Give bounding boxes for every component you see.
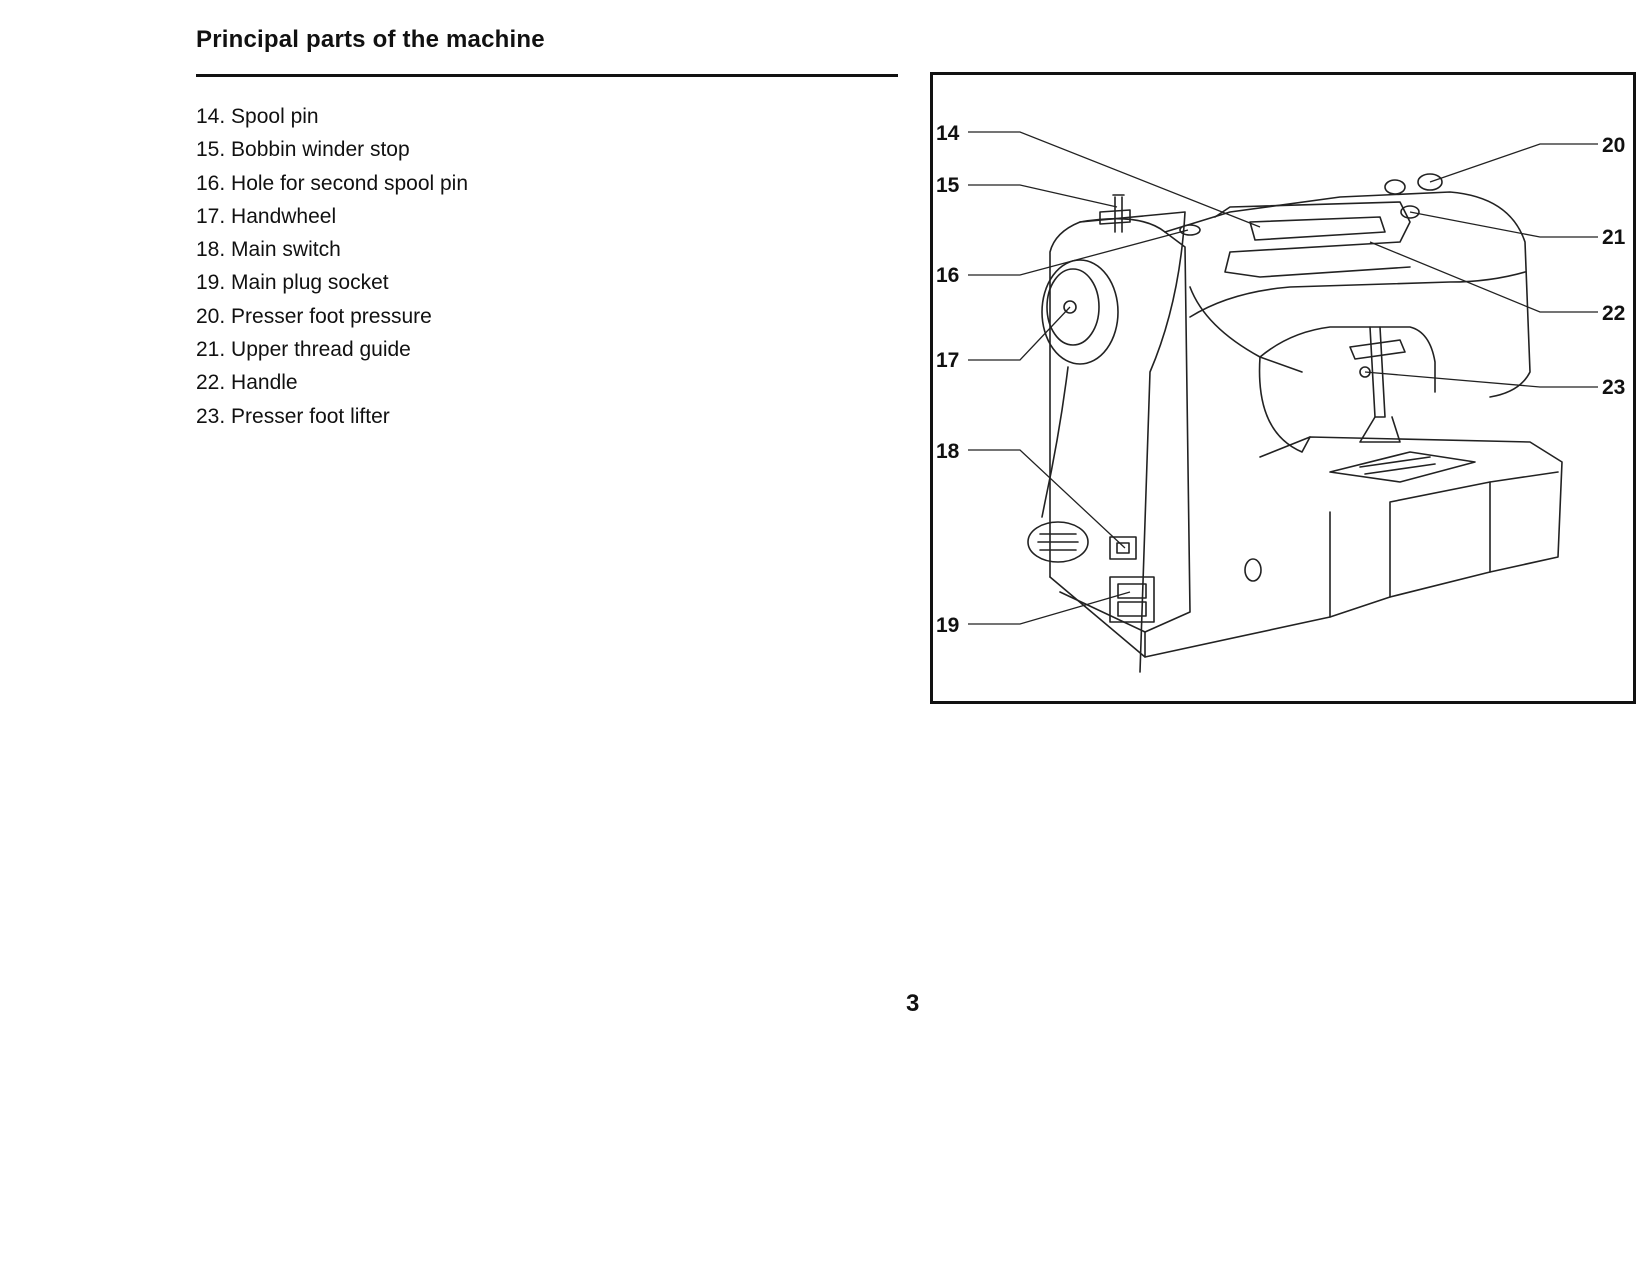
- part-number: 16.: [196, 171, 226, 195]
- callout-18: 18: [936, 440, 960, 463]
- figure-frame: [930, 72, 1636, 704]
- part-label: Presser foot lifter: [231, 404, 390, 428]
- list-item: 22. Handle: [196, 366, 468, 399]
- part-number: 14.: [196, 105, 226, 128]
- sewing-machine-drawing: [1027, 173, 1563, 673]
- callout-16: 16: [936, 264, 959, 287]
- parts-list: 14. Spool pin 15. Bobbin winder stop 16.…: [196, 100, 468, 433]
- part-number: 21.: [196, 338, 226, 362]
- part-label: Main switch: [231, 238, 341, 262]
- list-item: 14. Spool pin: [196, 100, 468, 133]
- page-number: 3: [906, 990, 920, 1017]
- part-label: Presser foot pressure: [231, 304, 432, 328]
- callout-19: 19: [936, 614, 959, 637]
- list-item: 19. Main plug socket: [196, 266, 468, 299]
- leader-lines: [968, 131, 1598, 625]
- callout-20: 20: [1602, 134, 1625, 157]
- list-item: 20. Presser foot pressure: [196, 300, 468, 333]
- list-item: 21. Upper thread guide: [196, 333, 468, 366]
- part-label: Upper thread guide: [231, 338, 411, 362]
- callout-23: 23: [1602, 376, 1625, 399]
- callout-14: 14: [936, 122, 960, 145]
- callout-22: 22: [1602, 302, 1625, 325]
- page-title: Principal parts of the machine: [196, 26, 545, 53]
- part-number: 22.: [196, 371, 226, 395]
- part-number: 18.: [196, 238, 226, 262]
- callout-15: 15: [936, 174, 960, 197]
- part-number: 23.: [196, 404, 226, 428]
- part-label: Handwheel: [231, 204, 337, 228]
- part-label: Main plug socket: [231, 271, 389, 295]
- part-label: Handle: [231, 371, 298, 395]
- part-number: 19.: [196, 271, 226, 295]
- part-number: 20.: [196, 304, 226, 328]
- list-item: 23. Presser foot lifter: [196, 400, 468, 433]
- list-item: 16. Hole for second spool pin: [196, 167, 468, 200]
- callout-21: 21: [1602, 226, 1626, 249]
- list-item: 15. Bobbin winder stop: [196, 133, 468, 166]
- part-label: Bobbin winder stop: [231, 138, 410, 162]
- part-label: Spool pin: [231, 105, 319, 128]
- part-number: 17.: [196, 204, 226, 228]
- title-divider: [196, 74, 898, 77]
- list-item: 17. Handwheel: [196, 200, 468, 233]
- part-label: Hole for second spool pin: [231, 171, 469, 195]
- part-number: 15.: [196, 138, 226, 162]
- callout-17: 17: [936, 349, 959, 372]
- sewing-machine-figure: 14 15 16 17 18 19 20 21 22 23: [930, 72, 1636, 704]
- list-item: 18. Main switch: [196, 233, 468, 266]
